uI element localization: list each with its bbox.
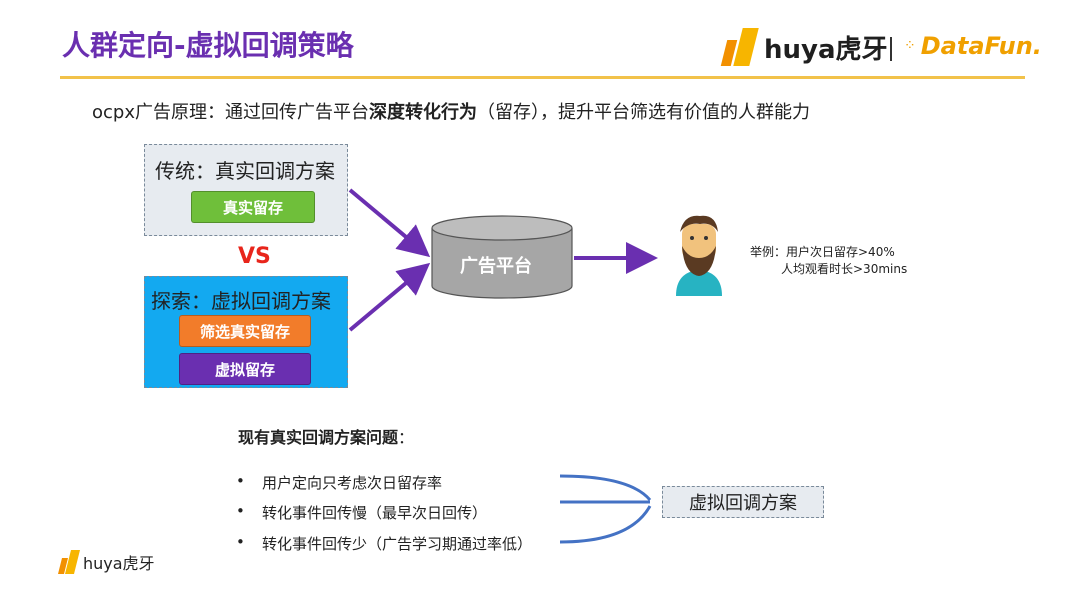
footer-huya-logo: huya虎牙 bbox=[58, 550, 155, 574]
huya-logo-mark bbox=[733, 28, 759, 66]
problem-title: 现有真实回调方案问题： bbox=[238, 424, 414, 448]
platform-label: 广告平台 bbox=[460, 256, 532, 277]
intro-bold: 深度转化行为 bbox=[369, 102, 477, 123]
datafun-logo-text: DataFun. bbox=[920, 32, 1042, 60]
datafun-dots-icon: ⁘ bbox=[904, 38, 917, 54]
user-person-icon bbox=[676, 215, 722, 296]
huya-logo: huya虎牙 bbox=[720, 28, 888, 66]
page-title: 人群定向-虚拟回调策略 bbox=[62, 29, 354, 62]
example-line-1: 举例：用户次日留存>40% bbox=[750, 245, 895, 259]
traditional-box: 传统：真实回调方案 真实留存 bbox=[144, 144, 348, 236]
problem-item-3: 转化事件回传少（广告学习期通过率低） bbox=[262, 535, 533, 553]
huya-logo-text: huya虎牙 bbox=[764, 35, 888, 65]
brace-to-virtual-solution bbox=[559, 474, 652, 544]
problem-bullet-1: • bbox=[236, 472, 245, 490]
virtual-solution-box: 虚拟回调方案 bbox=[662, 486, 824, 518]
logo-divider bbox=[890, 37, 892, 61]
intro-text: ocpx广告原理：通过回传广告平台深度转化行为（留存），提升平台筛选有价值的人群… bbox=[92, 98, 810, 124]
problem-title-bold: 现有真实回调方案问题 bbox=[238, 428, 399, 447]
problem-title-suffix: ： bbox=[398, 428, 415, 447]
vs-label: VS bbox=[238, 244, 271, 269]
traditional-title: 传统：真实回调方案 bbox=[155, 159, 335, 183]
title-underline bbox=[60, 76, 1025, 79]
explore-title: 探索：虚拟回调方案 bbox=[151, 289, 331, 313]
problem-bullet-2: • bbox=[236, 502, 245, 520]
problem-item-2: 转化事件回传慢（最早次日回传） bbox=[262, 504, 488, 522]
intro-suffix: （留存），提升平台筛选有价值的人群能力 bbox=[477, 102, 810, 123]
footer-logo-text: huya虎牙 bbox=[83, 554, 155, 573]
example-line-2: 人均观看时长>30mins bbox=[781, 262, 908, 276]
filter-real-retention-chip: 筛选真实留存 bbox=[179, 315, 311, 347]
problem-item-1: 用户定向只考虑次日留存率 bbox=[262, 474, 443, 492]
intro-prefix: ocpx广告原理：通过回传广告平台 bbox=[92, 102, 369, 123]
problem-bullet-3: • bbox=[236, 533, 245, 551]
real-retention-chip: 真实留存 bbox=[191, 191, 315, 223]
arrow-traditional-to-platform bbox=[348, 188, 431, 258]
virtual-retention-chip: 虚拟留存 bbox=[179, 353, 311, 385]
datafun-logo: ⁘ DataFun. bbox=[904, 32, 1042, 60]
explore-box: 探索：虚拟回调方案 筛选真实留存 虚拟留存 bbox=[144, 276, 348, 388]
footer-logo-mark bbox=[65, 550, 80, 574]
arrow-explore-to-platform bbox=[348, 262, 431, 332]
